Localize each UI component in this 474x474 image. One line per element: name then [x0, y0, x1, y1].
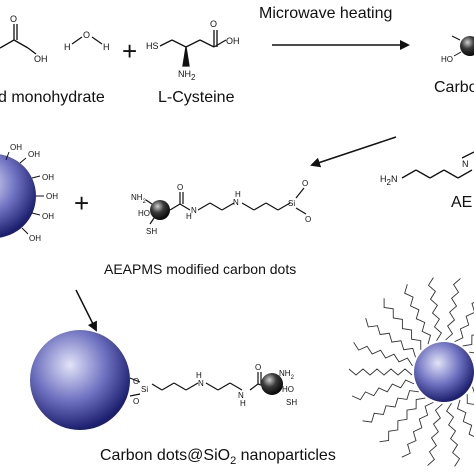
alkyl-chain [466, 394, 474, 405]
reverse-arrow [310, 136, 397, 168]
alkyl-chain [445, 278, 461, 341]
sio2-o-label-2: O [133, 397, 139, 406]
mcd-si-label: Si [288, 199, 295, 208]
mcd-nh-label-1: H [186, 212, 192, 221]
alkyl-chain [379, 397, 426, 443]
alkyl-chain [456, 399, 474, 437]
functionalized-sphere [348, 277, 474, 467]
alkyl-chain [365, 317, 416, 358]
sphere-oh-5: OH [42, 212, 54, 221]
sio2-si-label: Si [141, 385, 148, 394]
aeapms-label: AE [451, 194, 473, 211]
carbon-dots-label: Carbo [434, 79, 474, 96]
sio2-nh2-label: NH2 [279, 369, 295, 381]
mcd-o-label: O [177, 183, 183, 192]
alkyl-chain [446, 402, 461, 467]
citric-acid-monohydrate-label: d monohydrate [0, 89, 105, 106]
mcd-nh2-label: NH2 [131, 193, 147, 205]
aeapms-h2n-label: H2N [380, 174, 397, 187]
mcd-sh-label: SH [146, 227, 157, 236]
alkyl-chain [401, 401, 434, 458]
cysteine-nh2-label: NH2 [178, 69, 196, 82]
sio2-oh-label: HO [282, 385, 294, 394]
sio2-nh-h-label: H [240, 399, 246, 408]
l-cysteine-label: L-Cysteine [158, 89, 235, 106]
hydroxylated-silica-sphere: OH OH OH OH OH OH [0, 143, 58, 243]
sphere-oh-3: OH [42, 173, 54, 182]
citric-acid-structure [0, 24, 37, 55]
product-ho-label: HO [441, 55, 453, 64]
carbon-dot-product: HO [441, 35, 474, 64]
alkyl-chain [351, 379, 415, 401]
cysteine-o-label: O [210, 19, 217, 29]
alkyl-chain [462, 334, 474, 347]
sio2-o-label-1: O [133, 377, 139, 386]
sphere-oh-6: OH [29, 234, 41, 243]
sio2-o-carbonyl: O [255, 363, 261, 372]
plus-sign-2: + [74, 188, 89, 218]
water-o: O [83, 30, 90, 40]
water-h-left: H [64, 42, 71, 52]
carbon-dots-sio2-label: Carbon dots@SiO2 nanoparticles [100, 447, 336, 468]
down-arrow [75, 289, 97, 332]
carbon-dots-sio2-particle: O Si O H N N H O NH2 HO SH [30, 330, 297, 430]
water-h-right: H [103, 42, 110, 52]
alkyl-chain [362, 390, 419, 423]
sio2-sh-label: SH [286, 398, 297, 407]
sio2-h-label: H [196, 371, 202, 380]
water-structure: H O H [64, 30, 110, 52]
alkyl-chain [404, 284, 432, 345]
mcd-n-label-1: N [191, 206, 197, 215]
sphere-oh-2: OH [28, 150, 40, 159]
alkyl-chain [353, 342, 413, 367]
alkyl-chain [348, 368, 413, 376]
microwave-heating-label: Microwave heating [259, 5, 393, 22]
alkyl-chain [427, 403, 443, 466]
cysteine-oh-label: OH [226, 36, 240, 46]
alkyl-chain [427, 277, 442, 342]
sio2-nh-label: N [238, 391, 244, 400]
mcd-ho-label: HO [138, 209, 150, 218]
alkyl-chain [383, 298, 422, 350]
plus-sign-1: + [122, 36, 137, 66]
aeapms-nh-label: N [462, 159, 469, 169]
sio2-n-label: N [198, 379, 204, 388]
mcd-o-methoxy-2: O [305, 215, 311, 224]
mcd-h-label-2: H [235, 190, 241, 199]
alkyl-chain [454, 302, 474, 343]
aeapms-modified-carbon-dot: NH2 HO SH O H N N H Si O O [131, 179, 311, 236]
aeapms-modified-carbon-dots-label: AEAPMS modified carbon dots [104, 261, 297, 277]
sphere-oh-1: OH [10, 143, 22, 152]
sphere-oh-4: OH [46, 192, 58, 201]
aeapms-structure [401, 151, 474, 179]
cysteine-hs-label: HS [146, 41, 159, 51]
mcd-n-label-2: N [233, 198, 239, 207]
l-cysteine-structure [159, 30, 227, 67]
citric-oxygen-label: O [10, 14, 17, 24]
mcd-o-methoxy-1: O [302, 179, 308, 188]
citric-oh-label: OH [34, 54, 48, 64]
